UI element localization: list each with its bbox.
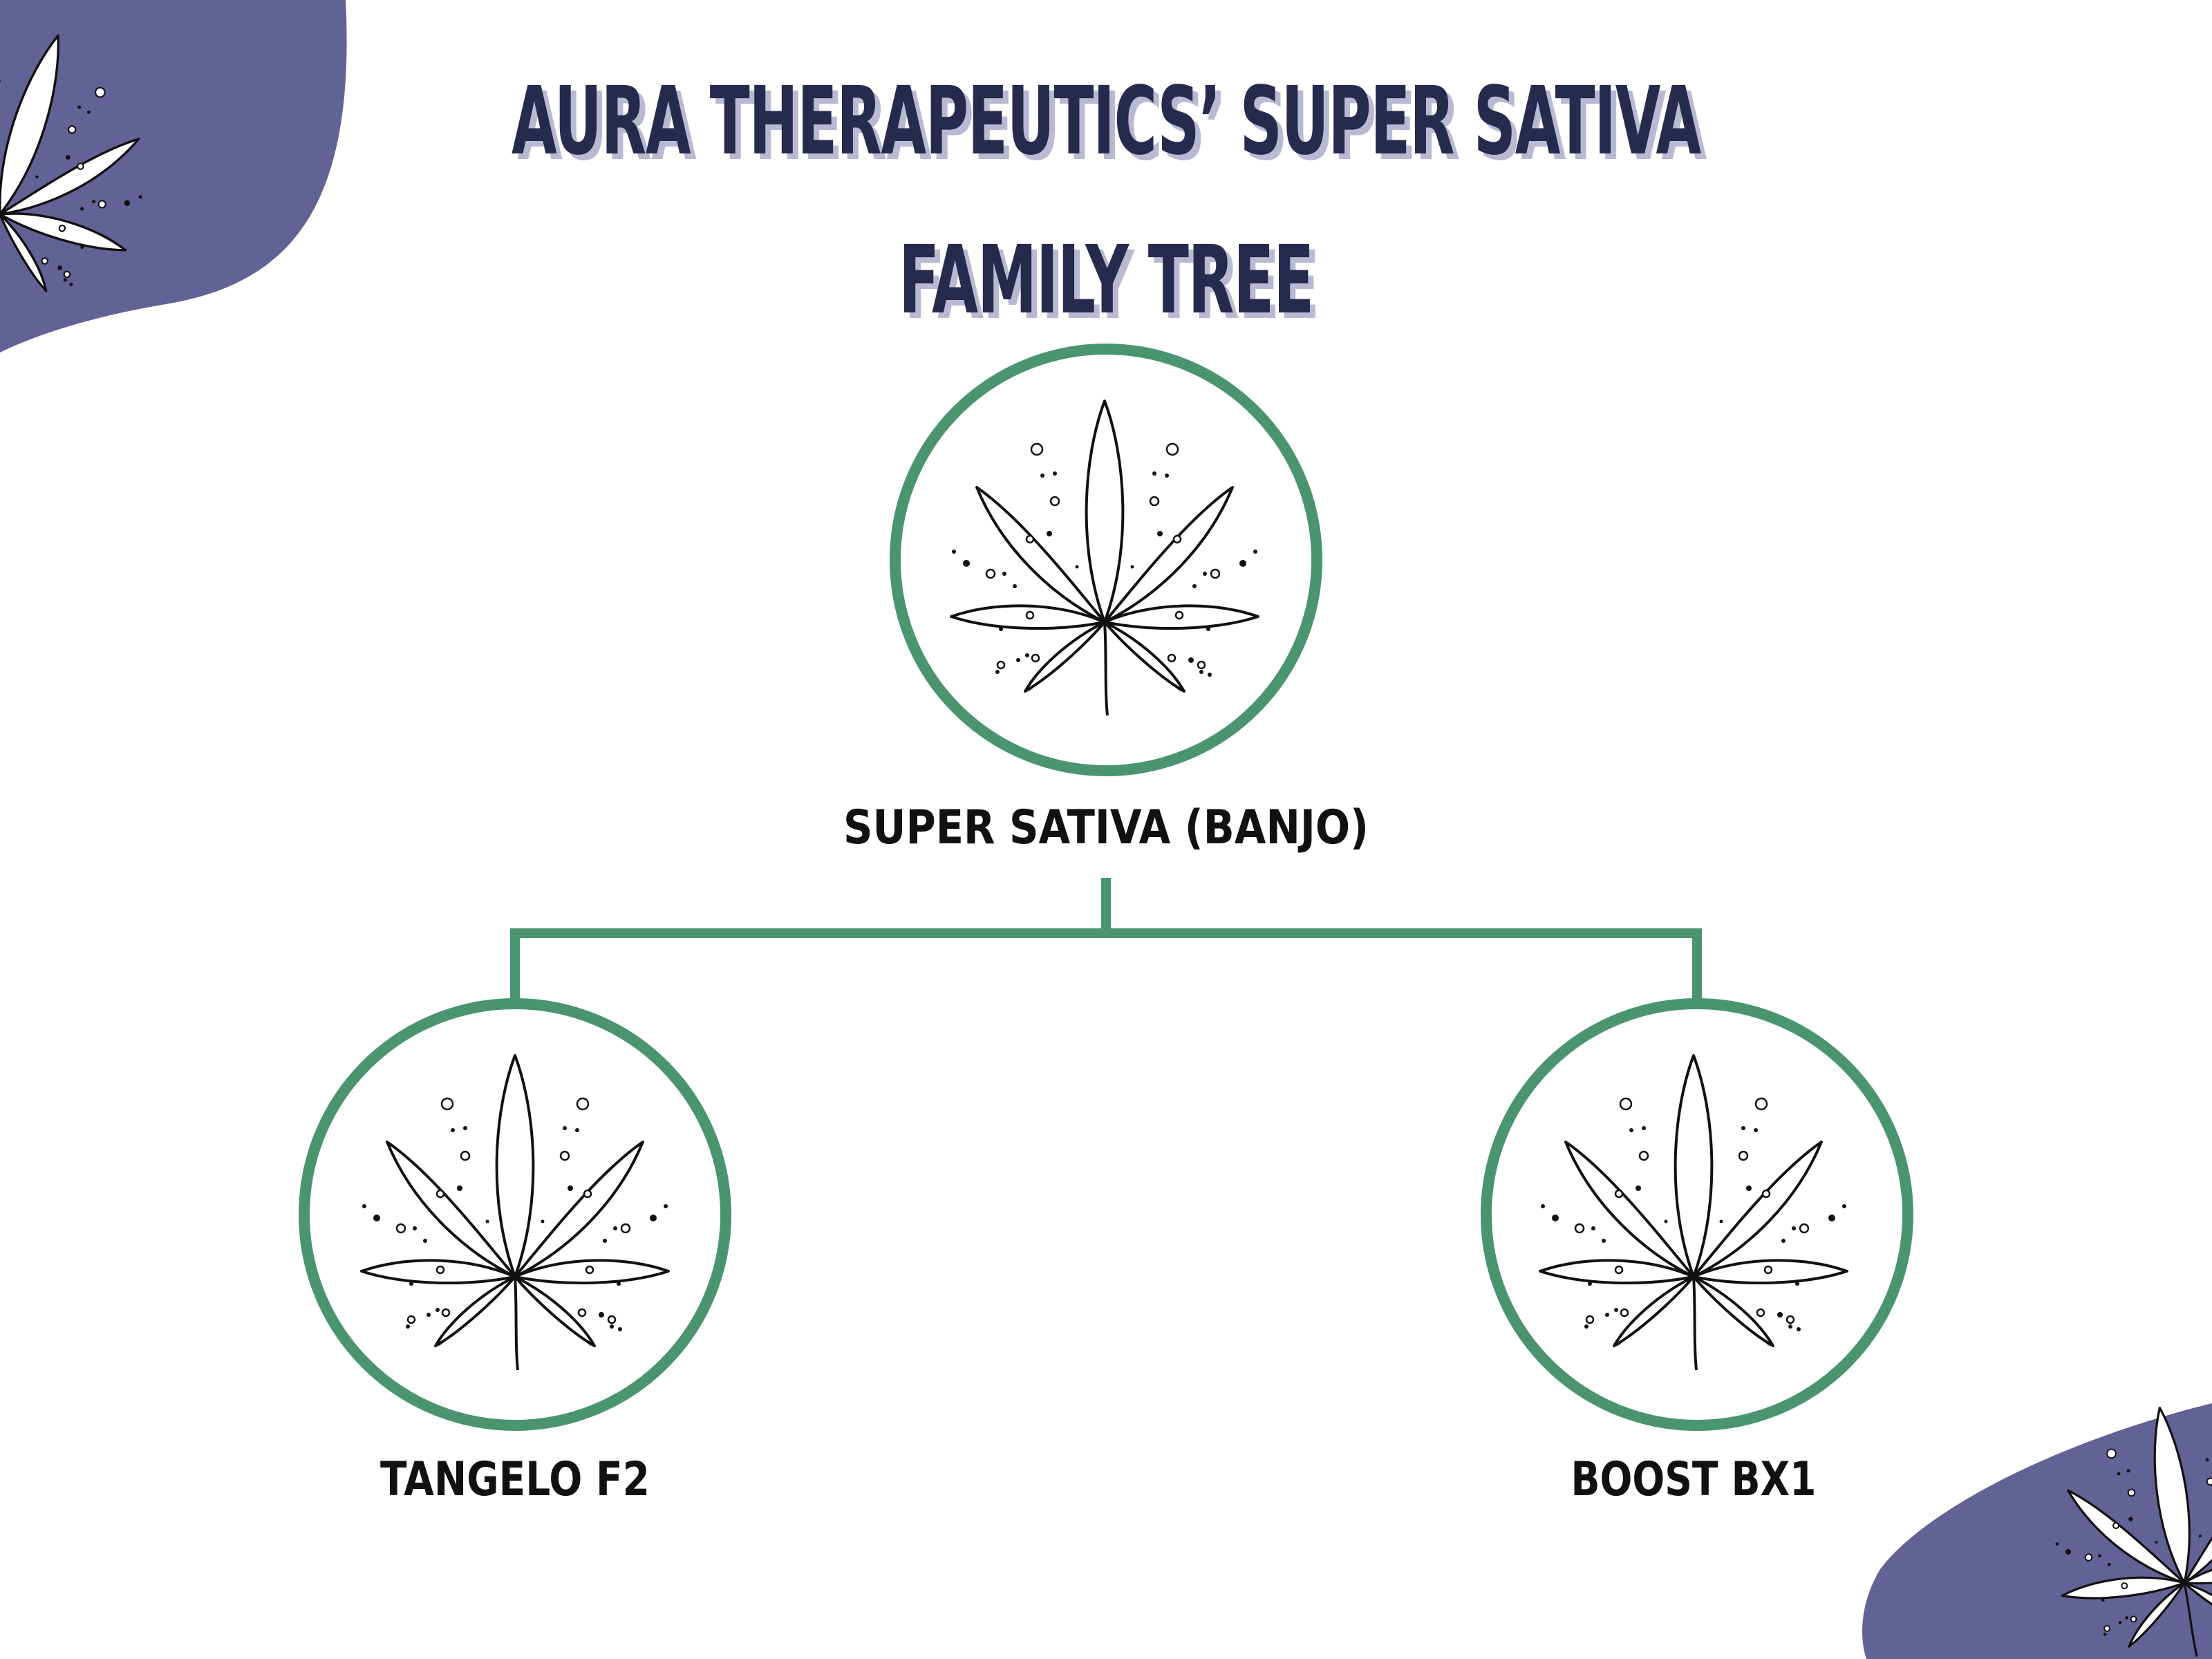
decorative-corner-blob-bottom-right — [1862, 1389, 2212, 1659]
title-line-2: FAMILY TREE — [899, 226, 1313, 335]
tree-node-right-child: BOOST BX1 — [1481, 998, 1913, 1507]
tree-node-left-child: TANGELO F2 — [299, 998, 731, 1507]
page-title: AURA THERAPEUTICS’ SUPER SATIVA AURA THE… — [512, 67, 1708, 341]
title-shadow-line-1: AURA THERAPEUTICS’ SUPER SATIVA — [517, 73, 1707, 182]
node-label: BOOST BX1 — [1571, 1452, 1817, 1507]
tree-connectors — [510, 878, 1702, 1002]
title-line-1: AURA THERAPEUTICS’ SUPER SATIVA — [512, 67, 1701, 176]
node-label: SUPER SATIVA (BANJO) — [843, 800, 1369, 855]
node-label: TANGELO F2 — [380, 1452, 650, 1507]
title-shadow-line-2: FAMILY TREE — [904, 232, 1319, 341]
tree-node-root: SUPER SATIVA (BANJO) — [843, 344, 1369, 855]
decorative-corner-blob-top-left — [0, 0, 347, 353]
